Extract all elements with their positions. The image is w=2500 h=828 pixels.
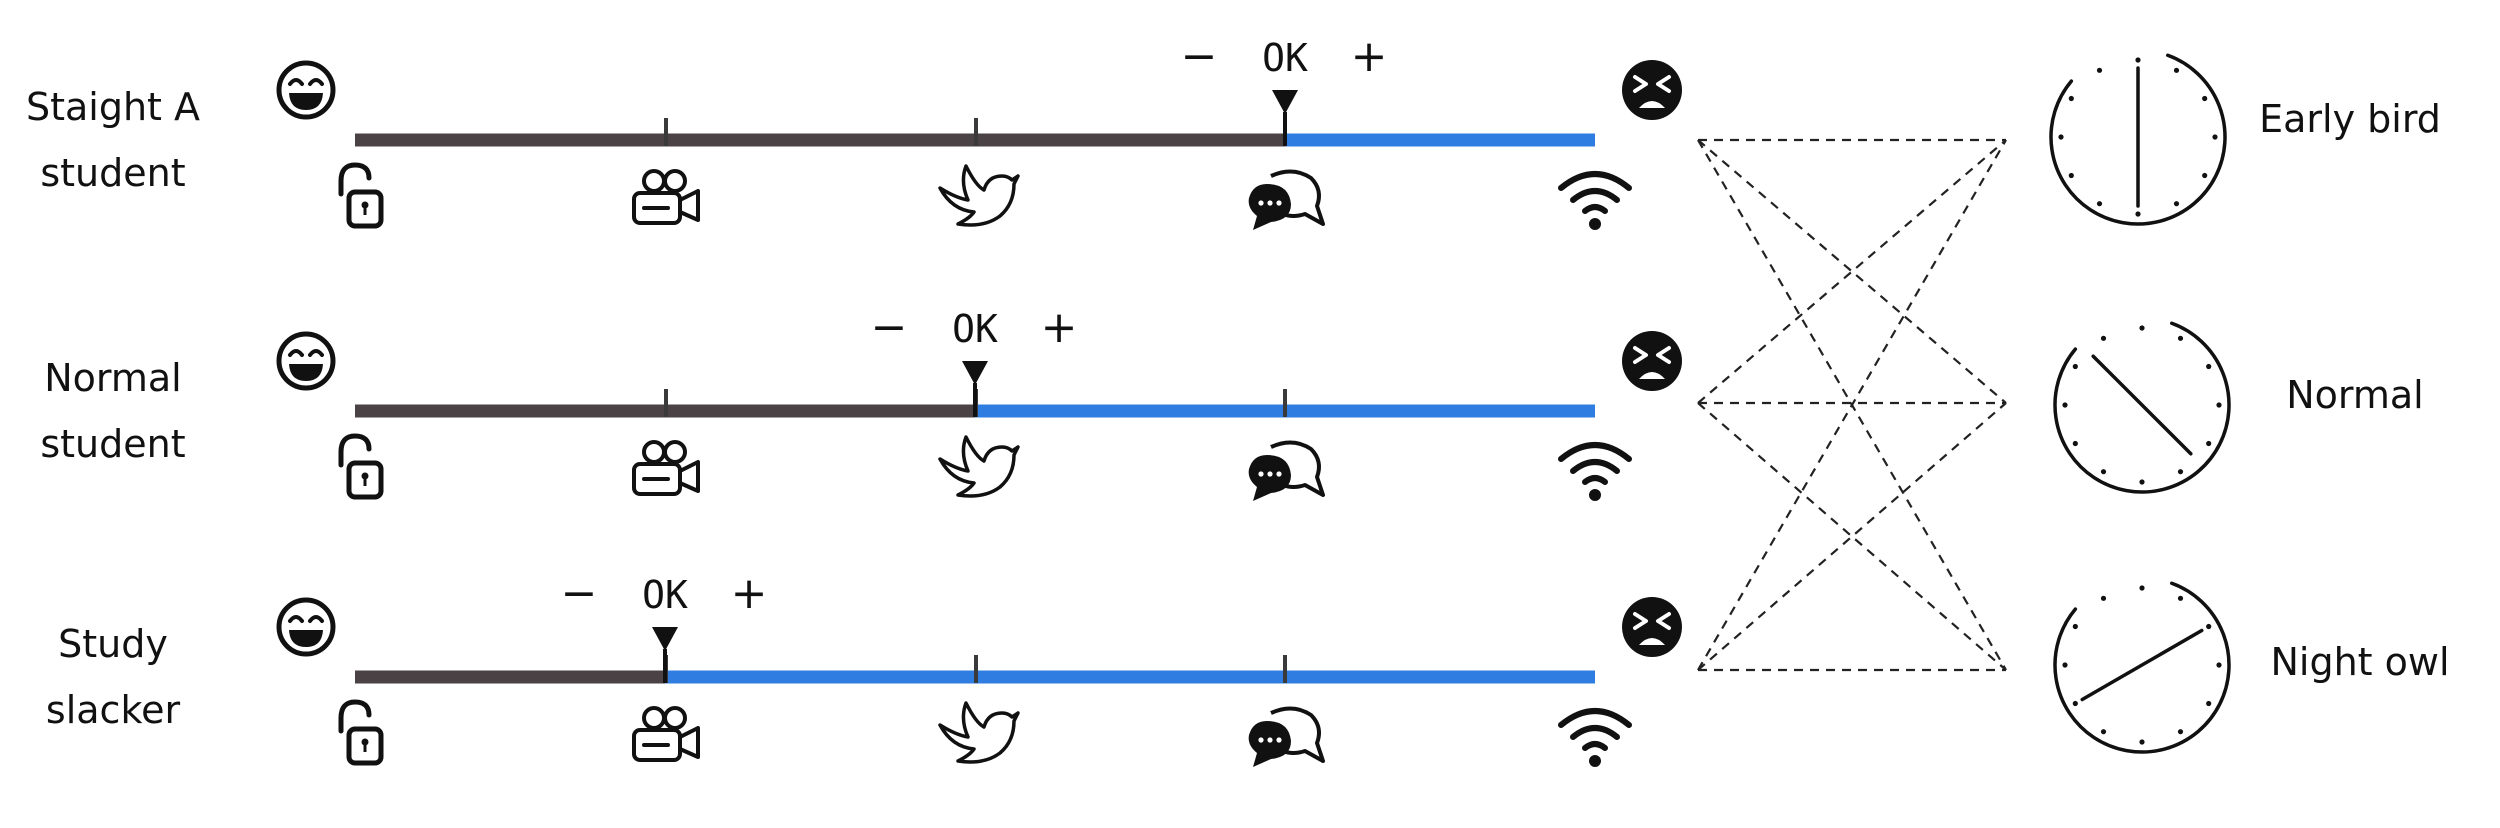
clock-group: Normal	[2053, 321, 2424, 494]
chronotype-label: Early bird	[2259, 97, 2441, 141]
increase-button[interactable]: +	[731, 568, 768, 619]
clock-icon	[2053, 321, 2231, 494]
decrease-button[interactable]: −	[871, 302, 908, 353]
crossing-links	[1697, 138, 2007, 672]
student-label-line2: student	[40, 151, 185, 195]
link-line	[1697, 402, 2007, 671]
marker-label: OK	[1262, 36, 1308, 80]
decrease-button[interactable]: −	[1181, 31, 1218, 82]
clock-icon	[2053, 581, 2231, 754]
ok-marker[interactable]: OK− +	[1181, 31, 1388, 146]
bird-icon	[938, 435, 1020, 498]
grinning-face-icon	[279, 334, 333, 388]
chronotype-label: Normal	[2286, 373, 2424, 417]
bird-icon	[938, 164, 1020, 227]
chat-bubbles-icon	[1246, 169, 1325, 232]
lock-open-icon	[341, 165, 381, 226]
video-camera-icon	[632, 169, 700, 225]
marker-triangle	[962, 361, 988, 385]
student-label-line1: Normal	[44, 356, 182, 400]
increase-button[interactable]: +	[1351, 31, 1388, 82]
chat-bubbles-icon	[1246, 706, 1325, 769]
student-row: Normal student OK− +	[40, 302, 1684, 503]
chat-bubbles-icon	[1246, 440, 1325, 503]
wifi-icon	[1561, 174, 1629, 230]
lock-open-icon	[341, 436, 381, 497]
student-label-line1: Study	[58, 622, 168, 666]
grinning-face-icon	[279, 600, 333, 654]
lock-open-icon	[341, 702, 381, 763]
student-label-line2: slacker	[46, 688, 181, 732]
link-line	[1697, 139, 2007, 404]
tired-face-icon	[1620, 329, 1684, 393]
ok-marker[interactable]: OK− +	[871, 302, 1078, 417]
link-line	[1697, 139, 2007, 671]
ok-marker[interactable]: OK− +	[561, 568, 768, 683]
clock-icon	[2049, 53, 2227, 226]
wifi-icon	[1561, 445, 1629, 501]
grinning-face-icon	[279, 63, 333, 117]
tired-face-icon	[1620, 58, 1684, 122]
student-label-line2: student	[40, 422, 185, 466]
bird-icon	[938, 701, 1020, 764]
clock-hand	[2080, 628, 2204, 702]
wifi-icon	[1561, 711, 1629, 767]
marker-label: OK	[642, 573, 688, 617]
clock-group: Early bird	[2049, 53, 2441, 226]
marker-triangle	[1272, 90, 1298, 114]
clock-hand	[2091, 354, 2193, 456]
video-camera-icon	[632, 440, 700, 496]
progress-bar-remaining	[1285, 133, 1595, 147]
progress-bar-done	[355, 670, 665, 684]
tired-face-icon	[1620, 595, 1684, 659]
clock-group: Night owl	[2053, 581, 2450, 754]
link-line	[1697, 139, 2007, 404]
student-row: Staight A student OK− +	[26, 31, 1684, 232]
marker-triangle	[652, 627, 678, 651]
marker-label: OK	[952, 307, 998, 351]
increase-button[interactable]: +	[1041, 302, 1078, 353]
student-label-line1: Staight A	[26, 85, 200, 129]
progress-bar-done	[355, 133, 1285, 147]
chronotype-label: Night owl	[2270, 640, 2449, 684]
link-line	[1697, 402, 2007, 671]
progress-bar-remaining	[665, 670, 1595, 684]
decrease-button[interactable]: −	[561, 568, 598, 619]
student-row: Study slacker OK− +	[46, 568, 1684, 769]
video-camera-icon	[632, 706, 700, 762]
